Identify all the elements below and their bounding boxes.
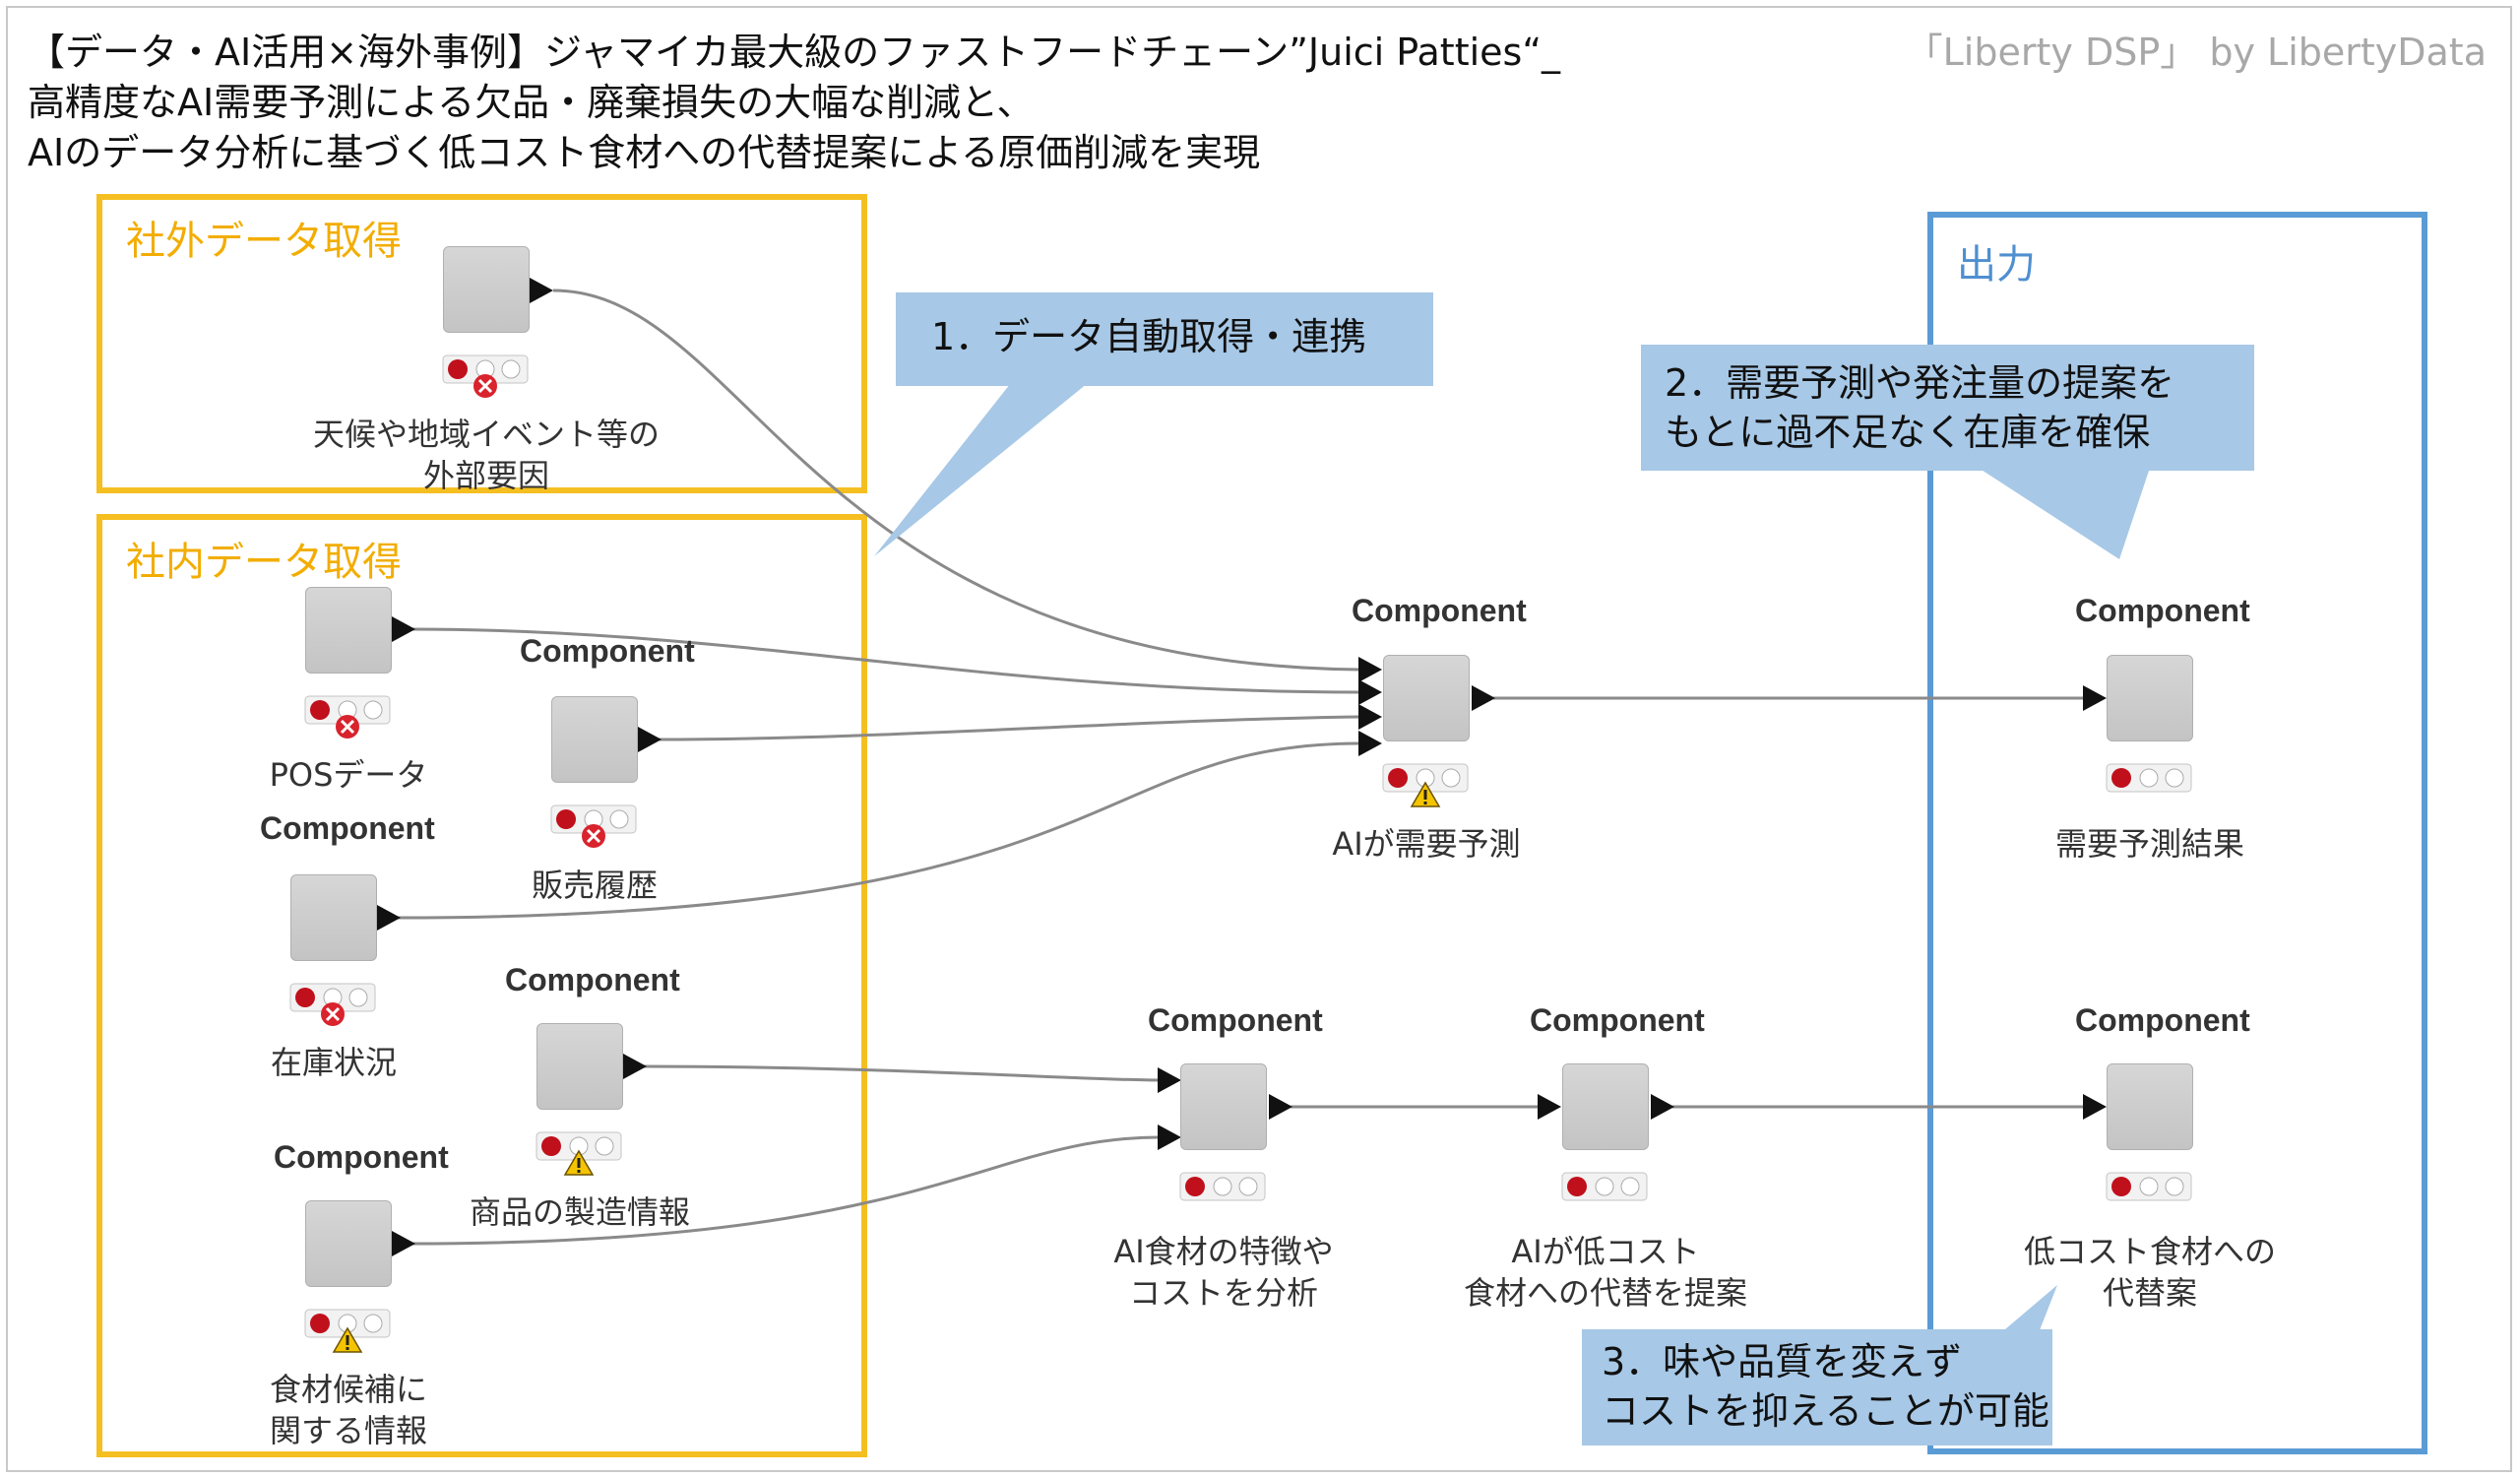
- status-lights-candidate: [304, 1309, 391, 1353]
- node-pos[interactable]: [305, 587, 392, 674]
- node-label-analyze: AI食材の特徴や コストを分析: [1076, 1231, 1371, 1314]
- node-result[interactable]: [2107, 655, 2193, 741]
- component-label-sales: Component: [520, 633, 695, 669]
- internal-group-label: 社内データ取得: [126, 540, 402, 585]
- status-lights-stock: [289, 983, 376, 1026]
- title-line-2: 高精度なAI需要予測による欠品・廃棄損失の大幅な削減と、: [28, 81, 1035, 124]
- node-label-sales: 販売履歴: [531, 867, 658, 904]
- out-port-pos: [392, 616, 415, 642]
- callout-cost-reduction: 3．味や品質を変えず コストを抑えることが可能: [1582, 1329, 2052, 1446]
- node-label-candidate-line-2: 関する情報: [269, 1412, 427, 1449]
- callout-2-pointer: [1974, 465, 2151, 559]
- external-data-group: [96, 194, 867, 493]
- callout-1-pointer: [874, 379, 1093, 556]
- wire-sales-to-predict: [657, 715, 1361, 741]
- slide-title: 【データ・AI活用×海外事例】ジャマイカ最大級のファストフードチェーン”Juic…: [28, 28, 1560, 178]
- node-label-analyze-line-2: コストを分析: [1128, 1274, 1318, 1312]
- node-label-weather-line-2: 外部要因: [422, 457, 549, 494]
- node-label-candidate: 食材候補に 関する情報: [220, 1369, 476, 1451]
- wire-stock-to-predict: [396, 741, 1361, 920]
- callout-2-line-2: もとに過不足なく在庫を確保: [1665, 411, 2151, 454]
- component-label-predict: Component: [1352, 593, 1527, 628]
- node-weather[interactable]: [443, 246, 530, 333]
- node-predict[interactable]: [1383, 655, 1470, 741]
- node-candidate[interactable]: [305, 1200, 392, 1287]
- component-label-stock: Component: [260, 810, 435, 846]
- title-line-3: AIのデータ分析に基づく低コスト食材への代替提案による原価削減を実現: [28, 131, 1261, 174]
- node-label-predict: AIが需要予測: [1332, 825, 1521, 863]
- in-port-analyze-1: [1158, 1067, 1181, 1093]
- node-label-propose: AIが低コスト 食材への代替を提案: [1428, 1231, 1783, 1314]
- component-label-result: Component: [2075, 593, 2250, 628]
- in-port-alt: [2083, 1094, 2107, 1120]
- out-port-analyze: [1269, 1094, 1292, 1120]
- status-lights-propose: [1561, 1172, 1648, 1201]
- brand-label: 「Liberty DSP」 by LibertyData: [1905, 31, 2487, 74]
- status-lights-weather: [442, 354, 529, 398]
- wire-weather-to-predict: [552, 289, 1361, 672]
- node-label-propose-line-2: 食材への代替を提案: [1463, 1274, 1747, 1312]
- callout-3-line-1: 3．味や品質を変えず: [1602, 1340, 1963, 1383]
- node-label-alt: 低コスト食材への 代替案: [1992, 1231, 2307, 1314]
- status-lights-alt: [2106, 1172, 2192, 1201]
- status-lights-sales: [550, 804, 637, 848]
- node-label-weather-line-1: 天候や地域イベント等の: [312, 416, 660, 453]
- node-stock[interactable]: [290, 874, 377, 961]
- node-sales[interactable]: [551, 696, 638, 783]
- node-label-alt-line-2: 代替案: [2102, 1274, 2197, 1312]
- node-label-alt-line-1: 低コスト食材への: [2023, 1233, 2276, 1270]
- out-port-mfg: [623, 1054, 647, 1079]
- node-label-propose-line-1: AIが低コスト: [1511, 1233, 1700, 1270]
- node-alt[interactable]: [2107, 1063, 2193, 1150]
- out-port-stock: [377, 905, 401, 931]
- status-lights-result: [2106, 763, 2192, 793]
- callout-3-pointer: [1998, 1285, 2057, 1335]
- in-port-analyze-2: [1158, 1125, 1181, 1150]
- output-group-label: 出力: [1957, 242, 2036, 288]
- callout-data-acquisition: 1．データ自動取得・連携: [896, 292, 1433, 386]
- component-label-alt: Component: [2075, 1002, 2250, 1038]
- output-group: [1927, 212, 2427, 1454]
- node-label-candidate-line-1: 食材候補に: [269, 1371, 427, 1408]
- in-port-propose: [1538, 1094, 1561, 1120]
- node-label-result: 需要予測結果: [2054, 825, 2244, 863]
- node-analyze[interactable]: [1180, 1063, 1267, 1150]
- slide-frame: [6, 6, 2512, 1472]
- callout-2-line-1: 2．需要予測や発注量の提案を: [1665, 361, 2175, 405]
- status-lights-analyze: [1179, 1172, 1266, 1201]
- status-lights-predict: [1382, 763, 1469, 807]
- in-port-predict-3: [1358, 704, 1382, 730]
- external-group-label: 社外データ取得: [126, 219, 402, 264]
- node-label-weather: 天候や地域イベント等の 外部要因: [289, 414, 683, 496]
- wire-candidate-to-analyze: [410, 1135, 1161, 1246]
- in-port-predict-4: [1358, 731, 1382, 756]
- component-label-candidate: Component: [274, 1139, 449, 1175]
- node-label-pos: POSデータ: [269, 756, 428, 794]
- internal-data-group: [96, 514, 867, 1457]
- node-mfg[interactable]: [536, 1023, 623, 1110]
- node-propose[interactable]: [1562, 1063, 1649, 1150]
- component-label-mfg: Component: [505, 962, 680, 997]
- status-lights-pos: [304, 695, 391, 739]
- component-label-propose: Component: [1530, 1002, 1705, 1038]
- in-port-predict-1: [1358, 657, 1382, 682]
- node-label-analyze-line-1: AI食材の特徴や: [1113, 1233, 1334, 1270]
- title-line-1: 【データ・AI活用×海外事例】ジャマイカ最大級のファストフードチェーン”Juic…: [28, 31, 1561, 74]
- out-port-sales: [638, 727, 662, 752]
- node-label-mfg: 商品の製造情報: [469, 1193, 690, 1231]
- node-label-stock: 在庫状況: [270, 1044, 397, 1081]
- wire-pos-to-predict: [410, 627, 1361, 694]
- status-lights-mfg: [536, 1131, 622, 1176]
- out-port-weather: [530, 278, 553, 303]
- callout-3-line-2: コストを抑えることが可能: [1602, 1389, 2049, 1433]
- out-port-candidate: [392, 1231, 415, 1256]
- callout-demand-forecast: 2．需要予測や発注量の提案を もとに過不足なく在庫を確保: [1641, 345, 2254, 471]
- out-port-predict: [1472, 685, 1495, 711]
- in-port-result: [2083, 685, 2107, 711]
- component-label-analyze: Component: [1148, 1002, 1323, 1038]
- out-port-propose: [1651, 1094, 1674, 1120]
- in-port-predict-2: [1358, 679, 1382, 705]
- wire-mfg-to-analyze: [642, 1064, 1161, 1082]
